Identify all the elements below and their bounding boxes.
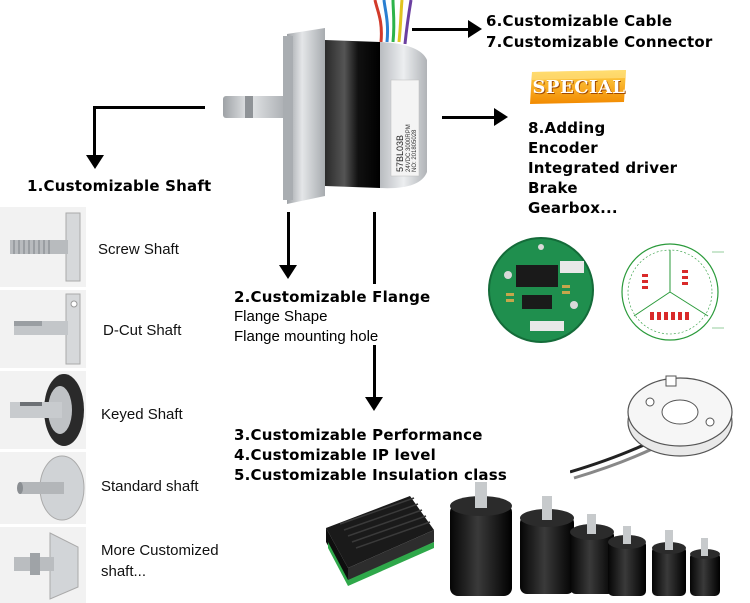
- flange-arrow-line: [287, 212, 290, 268]
- arrow-head-icon: [494, 108, 508, 126]
- motor-model-label: 57BL03B: [395, 135, 405, 172]
- motor-serial-label: NO: 201805028: [412, 129, 418, 172]
- special-item: Integrated driver: [528, 159, 678, 177]
- encoder-pcb-image: [488, 237, 594, 343]
- custom-shaft-image: [0, 527, 86, 603]
- shaft-option-more-customized-cont: shaft...: [101, 563, 147, 580]
- shaft-option-d-cut: D-Cut Shaft: [103, 322, 182, 339]
- performance-arrow-line: [373, 345, 376, 399]
- pcb-drawing-image: [621, 243, 724, 341]
- arrow-head-icon: [279, 265, 297, 279]
- motor-spec-label: 24VDC 3000RPM: [406, 124, 412, 172]
- flange-hole-label: Flange mounting hole: [234, 328, 379, 345]
- special-item: Brake: [528, 179, 578, 197]
- flange-shape-label: Flange Shape: [234, 308, 328, 325]
- shaft-option-standard: Standard shaft: [101, 478, 199, 495]
- shaft-option-more-customized: More Customized: [101, 542, 219, 559]
- special-item: Gearbox...: [528, 199, 618, 217]
- flange-heading: 2.Customizable Flange: [234, 288, 431, 306]
- screw-shaft-image: [0, 207, 86, 287]
- special-arrow-line: [442, 116, 497, 119]
- ip-level-option: 4.Customizable IP level: [234, 446, 436, 464]
- shaft-option-keyed: Keyed Shaft: [101, 406, 183, 423]
- performance-option: 3.Customizable Performance: [234, 426, 483, 444]
- special-badge: SPECIAL: [528, 68, 630, 106]
- driver-image: [326, 496, 434, 586]
- shaft-arrow-line: [93, 106, 205, 109]
- gearbox-set-image: [450, 482, 720, 596]
- arrow-head-icon: [365, 397, 383, 411]
- special-item: 8.Adding: [528, 119, 606, 137]
- shaft-arrow-line: [93, 106, 96, 158]
- special-badge-text: SPECIAL: [532, 76, 626, 98]
- insulation-class-option: 5.Customizable Insulation class: [234, 466, 507, 484]
- bldc-motor-image: 57BL03B 24VDC 3000RPM NO: 201805028: [223, 0, 427, 204]
- arrow-head-icon: [86, 155, 104, 169]
- arrow-head-icon: [468, 20, 482, 38]
- performance-arrow-line: [373, 212, 376, 284]
- shaft-heading: 1.Customizable Shaft: [27, 177, 212, 195]
- d-cut-shaft-image: [0, 290, 86, 368]
- connector-option: 7.Customizable Connector: [486, 33, 713, 51]
- keyed-shaft-image: [0, 371, 86, 449]
- cable-arrow-line: [412, 28, 472, 31]
- special-item: Encoder: [528, 139, 598, 157]
- standard-shaft-image: [0, 452, 86, 524]
- special-list: 8.Adding Encoder Integrated driver Brake…: [528, 118, 677, 218]
- cable-option: 6.Customizable Cable: [486, 12, 673, 30]
- encoder-housing-image: [570, 375, 733, 480]
- shaft-option-screw: Screw Shaft: [98, 241, 179, 258]
